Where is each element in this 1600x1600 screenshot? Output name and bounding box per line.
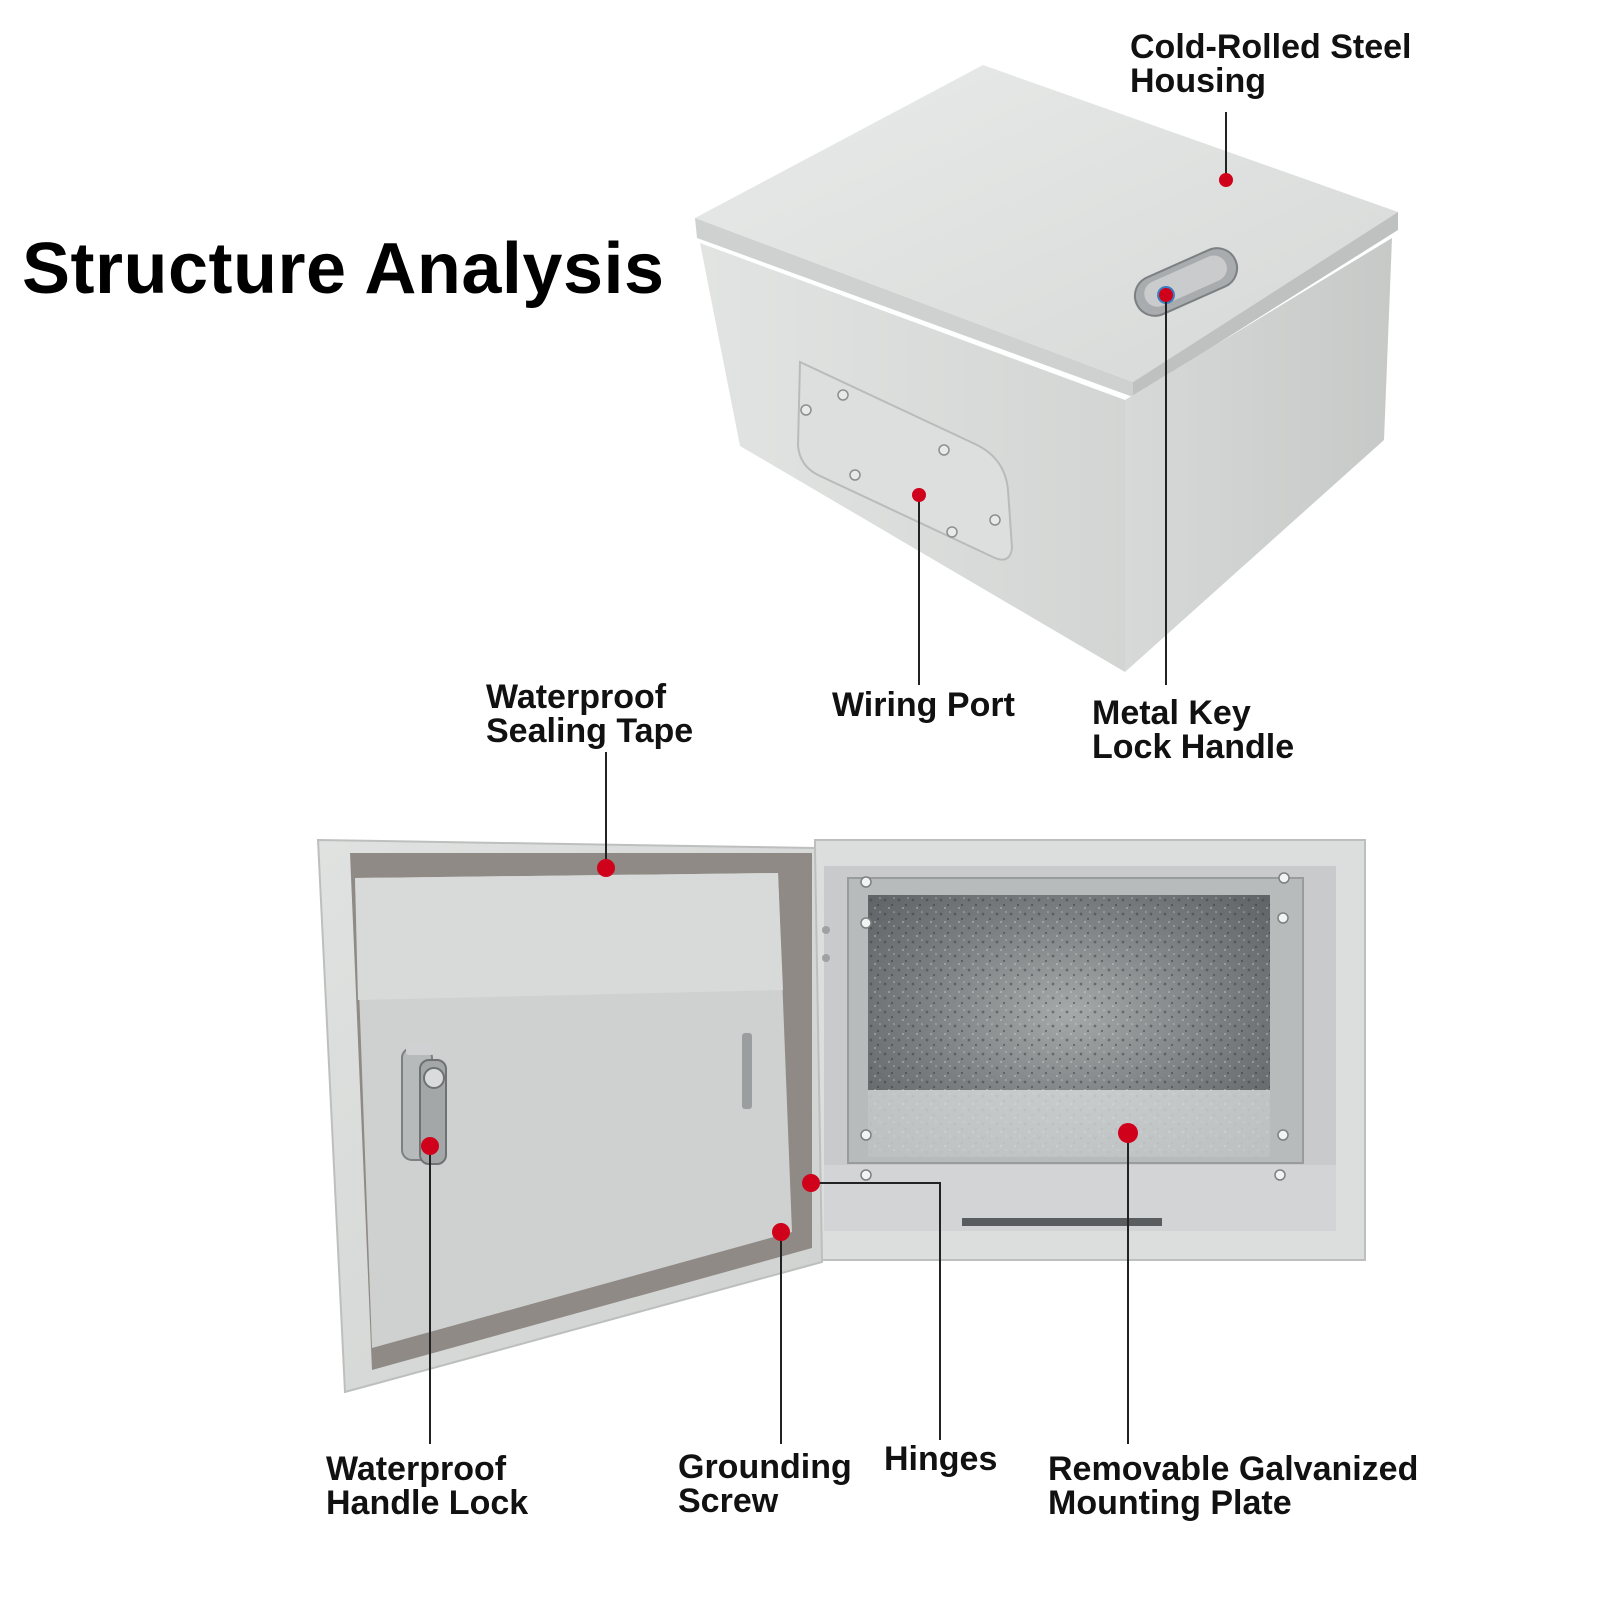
door-inner-slot: [742, 1033, 752, 1109]
callout-wiring-port-line-1: Wiring Port: [832, 686, 1015, 724]
callout-sealing-tape-line-1: Waterproof: [486, 678, 667, 716]
enclosure-lid-top: [695, 65, 1398, 382]
callout-key-lock-line-1: Metal Key: [1092, 694, 1251, 732]
marker-key-lock: [1159, 288, 1173, 302]
callout-hinges-line-1: Hinges: [884, 1440, 998, 1478]
door-handle-lock: [401, 1045, 447, 1165]
callout-sealing-tape-line-2: Sealing Tape: [486, 712, 694, 750]
marker-wiring-port: [912, 488, 926, 502]
callout-handle-lock-line-2: Handle Lock: [326, 1484, 529, 1522]
callout-sealing-tape: Waterproof Sealing Tape: [486, 680, 693, 748]
callout-grounding: Grounding Screw: [678, 1450, 852, 1518]
callout-markers: [421, 173, 1233, 1241]
marker-mounting-plate: [1118, 1123, 1138, 1143]
callout-housing: Cold-Rolled Steel Housing: [1130, 30, 1411, 98]
leader-lines: [429, 112, 1227, 1444]
wiring-port-screws: [800, 389, 1001, 538]
callout-key-lock: Metal Key Lock Handle: [1092, 696, 1294, 764]
cabinet-floor-slot: [962, 1218, 1162, 1226]
plate-light-band: [868, 1090, 1270, 1157]
callout-handle-lock-line-1: Waterproof: [326, 1450, 507, 1488]
callout-wiring-port: Wiring Port: [832, 688, 1015, 722]
open-enclosure: [316, 838, 1366, 1394]
callout-housing-line-1: Cold-Rolled Steel: [1130, 28, 1412, 66]
callout-key-lock-line-2: Lock Handle: [1092, 728, 1295, 766]
enclosure-body-side: [1125, 238, 1392, 672]
leader-hinges: [811, 1182, 941, 1440]
callout-mounting-plate-line-2: Mounting Plate: [1048, 1484, 1292, 1522]
enclosure-lid-edge-side: [1133, 212, 1398, 397]
marker-sealing-tape: [597, 859, 615, 877]
callout-housing-line-2: Housing: [1130, 62, 1266, 100]
enclosure-lid-edge-front: [695, 218, 1133, 397]
callout-mounting-plate-line-1: Removable Galvanized: [1048, 1450, 1419, 1488]
door-inner-highlight: [355, 873, 783, 1000]
callout-grounding-line-2: Screw: [678, 1482, 779, 1520]
callout-hinges: Hinges: [884, 1442, 997, 1476]
callout-handle-lock: Waterproof Handle Lock: [326, 1452, 528, 1520]
wiring-port-plate: [796, 360, 1014, 561]
marker-grounding: [772, 1223, 790, 1241]
mounting-plate-screws: [860, 872, 1290, 1181]
closed-enclosure: [695, 65, 1398, 672]
page-title: Structure Analysis: [22, 229, 665, 309]
callout-grounding-line-1: Grounding: [678, 1448, 852, 1486]
marker-housing: [1219, 173, 1233, 187]
callout-mounting-plate: Removable Galvanized Mounting Plate: [1048, 1452, 1418, 1520]
marker-hinges: [802, 1174, 820, 1192]
marker-handle-lock: [421, 1137, 439, 1155]
